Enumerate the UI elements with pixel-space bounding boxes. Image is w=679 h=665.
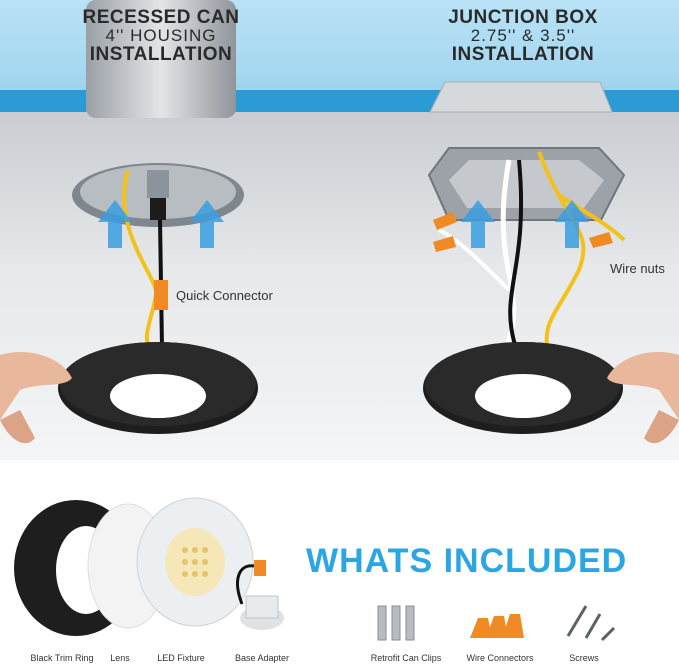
recessed-can-diagram bbox=[0, 163, 258, 444]
left-heading-line1: RECESSED CAN bbox=[82, 7, 240, 28]
right-heading-line3: INSTALLATION bbox=[451, 43, 595, 65]
right-heading: JUNCTION BOX 2.75'' & 3.5'' INSTALLATION bbox=[428, 8, 618, 64]
junction-box-diagram bbox=[423, 147, 679, 444]
left-heading-line2: 4'' HOUSING bbox=[105, 26, 217, 46]
caption-retrofit-can-clips: Retrofit Can Clips bbox=[370, 653, 442, 663]
quick-connector-callout: Quick Connector bbox=[176, 288, 273, 303]
included-hardware-illustration bbox=[377, 605, 616, 642]
caption-led-fixture: LED Fixture bbox=[157, 653, 205, 663]
housing-tops bbox=[86, 0, 613, 118]
right-heading-line2: 2.75'' & 3.5'' bbox=[470, 26, 576, 46]
installation-scene: RECESSED CAN 4'' HOUSING INSTALLATION JU… bbox=[0, 0, 679, 460]
caption-lens: Lens bbox=[110, 653, 130, 663]
caption-wire-connectors: Wire Connectors bbox=[466, 653, 534, 663]
included-components-illustration bbox=[14, 497, 284, 636]
caption-black-trim-ring: Black Trim Ring bbox=[30, 653, 94, 663]
right-heading-line1: JUNCTION BOX bbox=[448, 7, 598, 28]
whats-included-title: WHATS INCLUDED bbox=[306, 542, 628, 580]
caption-screws: Screws bbox=[569, 653, 599, 663]
caption-base-adapter: Base Adapter bbox=[234, 653, 290, 663]
left-heading-line3: INSTALLATION bbox=[89, 43, 233, 65]
left-heading: RECESSED CAN 4'' HOUSING INSTALLATION bbox=[66, 8, 256, 64]
wire-nuts-callout: Wire nuts bbox=[610, 261, 665, 276]
